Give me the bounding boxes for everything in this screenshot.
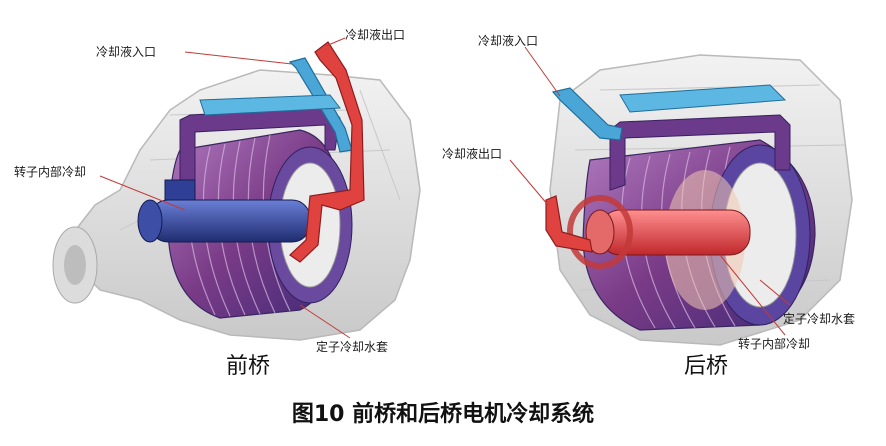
front-outlet-leader (325, 37, 346, 47)
front-inlet-label: 冷却液入口 (96, 45, 157, 59)
rear-outlet-pipe (545, 195, 593, 253)
front-outlet-pipe (289, 41, 365, 263)
front-subtitle: 前桥 (226, 354, 271, 379)
rear-outlet-leader (509, 159, 549, 206)
figure-caption: 图10 前桥和后桥电机冷却系统 (291, 402, 595, 427)
front-outlet-label: 冷却液出口 (345, 28, 406, 42)
rear-inlet-label: 冷却液入口 (478, 34, 539, 48)
rear-rotor-cooling (567, 195, 751, 269)
leader-lines (99, 37, 791, 339)
front-inlet-leader (184, 51, 293, 65)
front-inlet-manifold (199, 94, 341, 116)
front-stator-leader (299, 304, 351, 339)
front-motor-illustration (52, 41, 421, 341)
rear-inlet-manifold (619, 84, 787, 113)
rear-rotor-leader (719, 254, 786, 336)
rear-subtitle: 后桥 (684, 354, 729, 379)
front-rotor-label: 转子内部冷却 (14, 165, 87, 179)
rear-inlet-leader (524, 46, 561, 97)
front-rotor-leader (99, 175, 186, 211)
rear-rotor-label: 转子内部冷却 (738, 337, 811, 351)
rear-jacket-manifold (609, 114, 791, 191)
rear-stator-leader (759, 279, 791, 306)
rear-inlet-pipe (551, 87, 623, 141)
front-rotor-cooling (137, 179, 311, 243)
rear-stator-label: 定子冷却水套 (783, 312, 856, 326)
rear-motor-illustration (545, 54, 853, 346)
rear-outlet-label: 冷却液出口 (442, 147, 503, 161)
front-stator-label: 定子冷却水套 (316, 340, 389, 354)
